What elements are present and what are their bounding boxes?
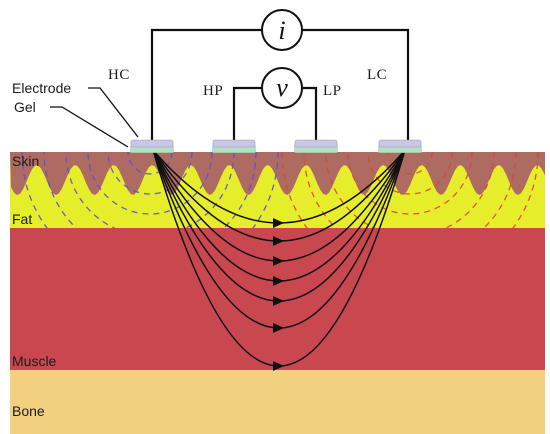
skin-layer-label: Skin <box>12 153 39 169</box>
electrodes <box>130 139 422 153</box>
current-circuit-wire <box>150 28 410 142</box>
field-lines-right <box>281 152 539 228</box>
current-meter-circle <box>261 9 303 51</box>
field-line-left-1 <box>127 152 173 175</box>
current-meter-label: i <box>278 16 285 45</box>
electrode-callout-label: Electrode <box>12 80 71 96</box>
current-arrow-4 <box>273 276 284 286</box>
current-arrow-7 <box>273 361 284 371</box>
current-arrow-2 <box>273 236 284 246</box>
electrode-callout-line <box>88 87 139 138</box>
muscle-layer-label: Muscle <box>12 353 57 369</box>
electrode-hp <box>212 139 256 148</box>
electrode-lc <box>378 139 422 148</box>
electrode-hc <box>130 139 174 148</box>
probe-label-lp: LP <box>323 83 342 99</box>
bone-layer-label: Bone <box>12 403 45 419</box>
gel-callout-label: Gel <box>14 99 36 115</box>
current-arrow-1 <box>273 218 284 228</box>
field-line-right-1 <box>387 152 433 175</box>
current-arrow-3 <box>273 256 284 266</box>
current-flow-lines <box>152 152 406 371</box>
voltage-circuit-wire <box>232 86 318 142</box>
skin-layer <box>10 152 545 195</box>
fat-layer-label: Fat <box>12 211 32 227</box>
probe-label-lc: LC <box>367 67 387 83</box>
circuit-wires <box>150 28 410 142</box>
voltage-meter-circle <box>261 67 303 109</box>
probe-label-hc: HC <box>108 67 130 83</box>
gel-callout-line <box>50 106 129 148</box>
probe-label-hp: HP <box>203 83 223 99</box>
field-lines-left <box>21 152 279 228</box>
bone-layer <box>10 370 545 434</box>
electrode-lp <box>294 139 338 148</box>
voltage-meter-label: v <box>276 73 288 102</box>
current-arrow-6 <box>273 323 284 333</box>
voltage-meter: v <box>261 67 303 109</box>
current-arrow-5 <box>273 296 284 306</box>
current-meter: i <box>261 9 303 51</box>
